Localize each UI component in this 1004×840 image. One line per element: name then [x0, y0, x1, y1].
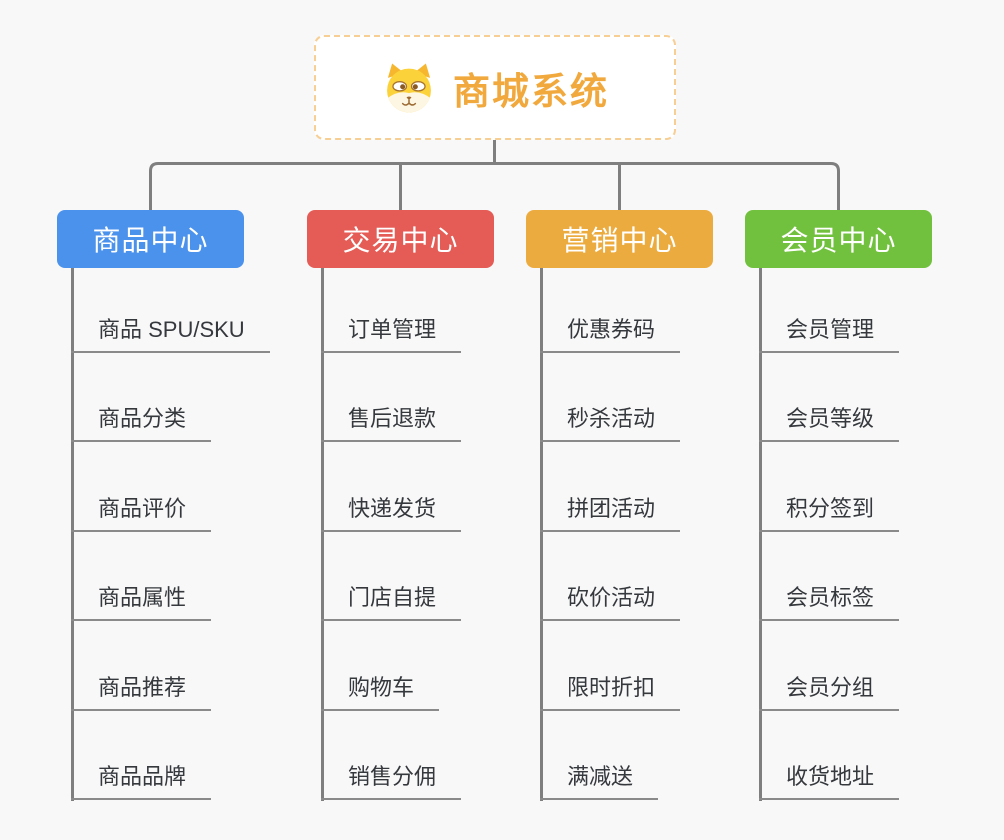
leaf-node[interactable]: 会员等级: [759, 398, 900, 442]
leaf-node[interactable]: 收货地址: [759, 756, 900, 800]
leaf-node[interactable]: 砍价活动: [540, 577, 681, 621]
leaf-label: 会员管理: [759, 312, 900, 353]
leaf-node[interactable]: 会员管理: [759, 309, 900, 353]
leaf-node[interactable]: 商品推荐: [71, 667, 212, 711]
leaf-node[interactable]: 购物车: [321, 667, 440, 711]
leaf-label: 收货地址: [759, 759, 900, 800]
leaf-label: 满减送: [540, 759, 659, 800]
leaf-label: 销售分佣: [321, 759, 462, 800]
leaf-node[interactable]: 积分签到: [759, 488, 900, 532]
branch-header-trade[interactable]: 交易中心: [307, 210, 494, 268]
dog-icon: [387, 63, 431, 112]
leaf-label: 订单管理: [321, 312, 462, 353]
leaf-node[interactable]: 商品品牌: [71, 756, 212, 800]
leaf-node[interactable]: 销售分佣: [321, 756, 462, 800]
leaf-label: 优惠券码: [540, 312, 681, 353]
leaf-label: 限时折扣: [540, 670, 681, 711]
branch-trunk-line: [321, 268, 324, 801]
leaf-node[interactable]: 订单管理: [321, 309, 462, 353]
leaf-node[interactable]: 会员标签: [759, 577, 900, 621]
branch-header-marketing[interactable]: 营销中心: [526, 210, 713, 268]
root-node[interactable]: 商城系统: [314, 35, 676, 140]
leaf-node[interactable]: 快递发货: [321, 488, 462, 532]
root-title: 商城系统: [453, 70, 609, 112]
leaf-label: 拼团活动: [540, 491, 681, 532]
branch-header-product[interactable]: 商品中心: [57, 210, 244, 268]
leaf-label: 会员等级: [759, 401, 900, 442]
leaf-label: 商品属性: [71, 580, 212, 621]
leaf-label: 购物车: [321, 670, 440, 711]
leaf-label: 商品评价: [71, 491, 212, 532]
leaf-node[interactable]: 商品 SPU/SKU: [71, 309, 270, 353]
leaf-label: 砍价活动: [540, 580, 681, 621]
branch-header-member[interactable]: 会员中心: [745, 210, 932, 268]
leaf-label: 商品品牌: [71, 759, 212, 800]
leaf-node[interactable]: 售后退款: [321, 398, 462, 442]
leaf-node[interactable]: 优惠券码: [540, 309, 681, 353]
leaf-label: 积分签到: [759, 491, 900, 532]
leaf-node[interactable]: 会员分组: [759, 667, 900, 711]
leaf-label: 会员标签: [759, 580, 900, 621]
branch-trunk-line: [540, 268, 543, 801]
branch-trunk-line: [71, 268, 74, 801]
leaf-node[interactable]: 商品评价: [71, 488, 212, 532]
leaf-node[interactable]: 商品属性: [71, 577, 212, 621]
leaf-label: 商品分类: [71, 401, 212, 442]
leaf-label: 秒杀活动: [540, 401, 681, 442]
leaf-node[interactable]: 门店自提: [321, 577, 462, 621]
leaf-label: 快递发货: [321, 491, 462, 532]
leaf-label: 会员分组: [759, 670, 900, 711]
leaf-label: 商品推荐: [71, 670, 212, 711]
leaf-node[interactable]: 满减送: [540, 756, 659, 800]
leaf-label: 售后退款: [321, 401, 462, 442]
leaf-node[interactable]: 商品分类: [71, 398, 212, 442]
leaf-label: 商品 SPU/SKU: [71, 312, 270, 353]
leaf-label: 门店自提: [321, 580, 462, 621]
leaf-node[interactable]: 秒杀活动: [540, 398, 681, 442]
leaf-node[interactable]: 拼团活动: [540, 488, 681, 532]
leaf-node[interactable]: 限时折扣: [540, 667, 681, 711]
branch-trunk-line: [759, 268, 762, 801]
